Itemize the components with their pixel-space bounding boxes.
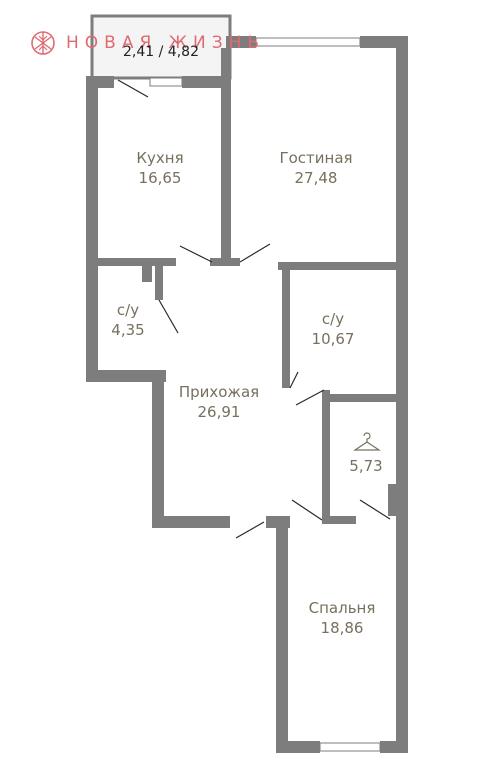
wall-hall-bottom — [152, 516, 230, 528]
room-hallway-name: Прихожая — [178, 383, 260, 401]
door-hall-bedroom — [291, 499, 323, 521]
outer-walls — [86, 36, 408, 753]
room-bath-small-area: 4,35 — [111, 321, 145, 339]
wall-bath-right — [155, 266, 163, 300]
window-bedroom — [319, 742, 381, 752]
wall-bedroom-bottom-b — [380, 741, 408, 753]
wall-wardrobe-left — [322, 390, 330, 518]
wall-living-bottom-a — [210, 258, 240, 266]
windows — [149, 37, 381, 752]
wall-kitchen-living — [221, 48, 231, 262]
room-kitchen: Кухня 16,65 — [136, 148, 183, 188]
wall-wardrobe-jamb — [388, 484, 398, 516]
wall-left-upper — [86, 76, 98, 381]
room-living-area: 27,48 — [294, 169, 338, 187]
door-entrance — [235, 521, 265, 539]
wall-right — [396, 36, 408, 751]
door-bath-large-stub — [289, 371, 299, 389]
room-bedroom-area: 18,86 — [320, 619, 364, 637]
room-bath-small-name: с/у — [116, 301, 140, 319]
wall-bedroom-bottom-a — [276, 741, 320, 753]
wall-bedroom-left — [276, 516, 288, 751]
room-bath-small: с/у 4,35 — [111, 300, 144, 340]
wall-top-living-a — [226, 36, 256, 48]
room-bedroom-name: Спальня — [308, 599, 376, 617]
balcony-area: 2,41 / 4,82 — [123, 44, 199, 60]
door-bath-large — [295, 389, 325, 406]
room-bath-large: с/у 10,67 — [312, 309, 355, 349]
door-bath-small — [158, 299, 179, 334]
inner-walls — [96, 48, 400, 524]
wall-kitchen-bottom — [96, 258, 176, 266]
logo-text: НОВАЯ ЖИЗНЬ — [66, 33, 266, 53]
doors — [117, 79, 391, 539]
room-wardrobe-area: 5,73 — [349, 457, 383, 475]
room-kitchen-name: Кухня — [136, 149, 184, 167]
room-bedroom: Спальня 18,86 — [309, 598, 376, 638]
balcony — [90, 14, 232, 80]
wall-living-bottom-b — [278, 262, 400, 270]
room-bath-large-name: с/у — [321, 310, 345, 328]
room-living: Гостиная 27,48 — [279, 148, 352, 188]
door-wardrobe — [359, 499, 391, 520]
wall-left-lower — [152, 370, 164, 528]
wall-bath-pillar — [142, 266, 152, 282]
wall-wardrobe-top — [322, 394, 398, 402]
balcony-outline — [90, 14, 232, 80]
wall-top-kitchen-b — [182, 76, 226, 88]
wall-bath-bottom — [86, 370, 166, 382]
hanger-icon — [353, 432, 381, 451]
window-kitchen — [149, 77, 183, 87]
room-wardrobe: 5,73 — [349, 456, 382, 476]
window-living — [255, 37, 361, 47]
door-balcony — [117, 79, 149, 98]
door-kitchen — [179, 245, 213, 263]
room-bath-large-area: 10,67 — [311, 330, 355, 348]
wall-wardrobe-bottom-a — [322, 516, 356, 524]
snowflake-logo-icon — [31, 31, 55, 55]
wall-bath-large-left — [282, 262, 290, 388]
room-living-name: Гостиная — [279, 149, 353, 167]
room-hallway-area: 26,91 — [197, 403, 241, 421]
door-living — [239, 243, 271, 263]
wall-top-kitchen-a — [86, 76, 114, 88]
logo: НОВАЯ ЖИЗНЬ — [30, 30, 265, 56]
room-hallway: Прихожая 26,91 — [179, 382, 259, 422]
room-kitchen-area: 16,65 — [138, 169, 182, 187]
